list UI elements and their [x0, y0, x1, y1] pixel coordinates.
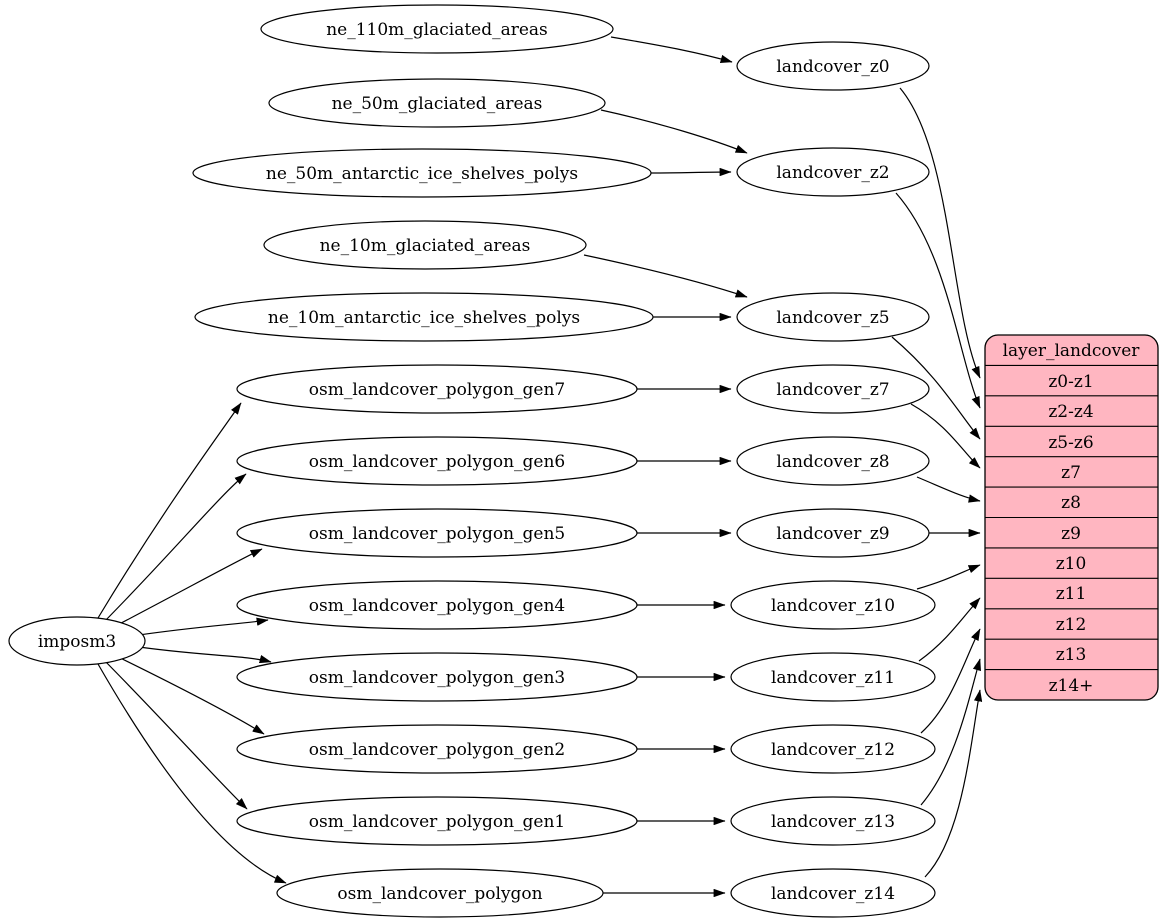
node-osm-landcover-polygon-gen3: osm_landcover_polygon_gen3 — [236, 652, 638, 702]
node-landcover-z5: landcover_z5 — [736, 292, 930, 342]
node-landcover-z12: landcover_z12 — [730, 724, 936, 774]
node-osm-landcover-polygon-gen5: osm_landcover_polygon_gen5 — [236, 508, 638, 558]
node-label: osm_landcover_polygon_gen7 — [309, 380, 565, 400]
node-label: landcover_z14 — [771, 884, 895, 904]
edge-imposm3-gen3 — [131, 645, 272, 664]
edge-z14-row — [924, 689, 983, 878]
edge-ne50g-z2 — [600, 109, 748, 154]
node-label: imposm3 — [38, 632, 116, 652]
node-label: ne_50m_antarctic_ice_shelves_polys — [266, 164, 578, 184]
node-label: landcover_z0 — [776, 57, 889, 77]
node-ne-110m-glaciated-areas: ne_110m_glaciated_areas — [260, 4, 614, 54]
record-row-z9: z9 — [1061, 524, 1081, 544]
node-label: landcover_z13 — [771, 812, 895, 832]
node-ne-50m-glaciated-areas: ne_50m_glaciated_areas — [268, 78, 606, 128]
edge-imposm3-gen1 — [101, 657, 248, 810]
record-row-z0-z1: z0-z1 — [1048, 372, 1093, 392]
node-label: osm_landcover_polygon_gen4 — [309, 596, 565, 616]
node-label: ne_110m_glaciated_areas — [326, 20, 548, 40]
node-label: ne_10m_glaciated_areas — [320, 236, 531, 256]
edge-z2-row — [895, 192, 981, 409]
node-osm-landcover-polygon-gen2: osm_landcover_polygon_gen2 — [236, 724, 638, 774]
record-row-z7: z7 — [1061, 463, 1081, 483]
record-row-z2-z4: z2-z4 — [1048, 402, 1093, 422]
node-imposm3: imposm3 — [8, 616, 146, 666]
record-layer-landcover: layer_landcover z0-z1 z2-z4 z5-z6 z7 z8 … — [984, 334, 1159, 701]
record-row-z10: z10 — [1056, 554, 1087, 574]
edge-z13-row — [920, 658, 981, 806]
edge-z0-row — [899, 87, 981, 379]
node-landcover-z8: landcover_z8 — [736, 436, 930, 486]
node-landcover-z11: landcover_z11 — [730, 652, 936, 702]
node-ne-10m-glaciated-areas: ne_10m_glaciated_areas — [263, 220, 587, 270]
edge-imposm3-gen4 — [131, 617, 269, 637]
node-label: osm_landcover_polygon_gen3 — [309, 668, 565, 688]
node-label: landcover_z11 — [771, 668, 895, 688]
edge-z7-row — [910, 403, 981, 469]
edge-z10-row — [916, 564, 981, 590]
node-label: ne_10m_antarctic_ice_shelves_polys — [268, 308, 580, 328]
node-label: osm_landcover_polygon_gen1 — [309, 812, 565, 832]
node-osm-landcover-polygon-gen1: osm_landcover_polygon_gen1 — [236, 796, 638, 846]
record-row-z12: z12 — [1056, 615, 1087, 635]
node-label: ne_50m_glaciated_areas — [332, 94, 543, 114]
edge-imposm3-gen2 — [107, 651, 265, 735]
node-osm-landcover-polygon-gen6: osm_landcover_polygon_gen6 — [236, 436, 638, 486]
node-ne-10m-antarctic-ice-shelves-polys: ne_10m_antarctic_ice_shelves_polys — [194, 292, 654, 342]
node-landcover-z13: landcover_z13 — [730, 796, 936, 846]
node-label: landcover_z9 — [776, 524, 889, 544]
edge-z5-row — [891, 336, 981, 440]
node-label: osm_landcover_polygon_gen6 — [309, 452, 565, 472]
node-label: landcover_z12 — [771, 740, 895, 760]
edge-imposm3-gen6 — [101, 473, 247, 625]
record-row-z13: z13 — [1056, 645, 1087, 665]
node-label: landcover_z7 — [776, 380, 889, 400]
record-title: layer_landcover — [1003, 341, 1141, 361]
edge-z8-row — [916, 476, 981, 503]
node-label: landcover_z8 — [776, 452, 889, 472]
node-osm-landcover-polygon-gen7: osm_landcover_polygon_gen7 — [236, 364, 638, 414]
node-ne-50m-antarctic-ice-shelves-polys: ne_50m_antarctic_ice_shelves_polys — [192, 148, 652, 198]
node-landcover-z0: landcover_z0 — [736, 41, 930, 91]
node-label: osm_landcover_polygon_gen2 — [309, 740, 565, 760]
edges — [97, 36, 983, 898]
edge-ne50a-z2 — [650, 167, 732, 177]
record-row-z14plus: z14+ — [1049, 676, 1094, 696]
node-landcover-z14: landcover_z14 — [730, 868, 936, 918]
node-landcover-z9: landcover_z9 — [736, 508, 930, 558]
edge-imposm3-gen7 — [97, 402, 242, 619]
edge-ne10g-z5 — [583, 254, 748, 298]
edge-z11-row — [918, 597, 981, 662]
node-landcover-z2: landcover_z2 — [736, 147, 930, 197]
edge-imposm3-gen5 — [107, 548, 263, 631]
edge-z12-row — [920, 628, 981, 734]
node-label: osm_landcover_polygon — [337, 884, 542, 904]
node-osm-landcover-polygon: osm_landcover_polygon — [276, 868, 604, 918]
node-label: landcover_z2 — [776, 163, 889, 183]
edge-imposm3-polygon — [97, 663, 287, 884]
record-row-z11: z11 — [1056, 584, 1087, 604]
node-label: osm_landcover_polygon_gen5 — [309, 524, 565, 544]
record-row-z5-z6: z5-z6 — [1048, 433, 1093, 453]
edge-ne110g-z0 — [610, 36, 733, 63]
node-label: landcover_z10 — [771, 596, 895, 616]
record-row-z8: z8 — [1061, 493, 1081, 513]
node-landcover-z10: landcover_z10 — [730, 580, 936, 630]
node-landcover-z7: landcover_z7 — [736, 364, 930, 414]
node-label: landcover_z5 — [776, 308, 889, 328]
node-osm-landcover-polygon-gen4: osm_landcover_polygon_gen4 — [236, 580, 638, 630]
